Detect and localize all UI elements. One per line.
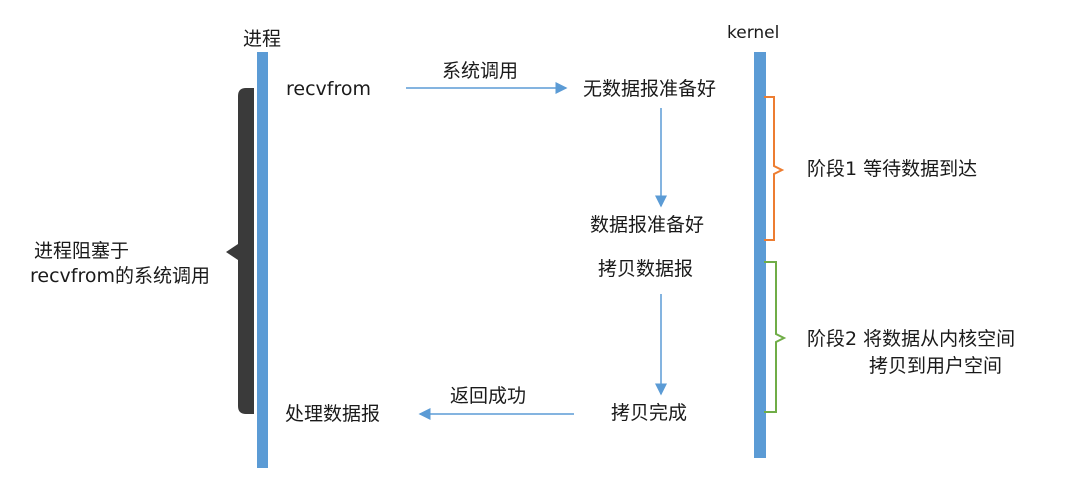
step-recvfrom: recvfrom (286, 78, 371, 100)
step-datagram-ready: 数据报准备好 (590, 214, 705, 236)
phase2-brace (764, 261, 787, 413)
step-process-datagram: 处理数据报 (285, 403, 381, 425)
step-return-ok: 返回成功 (450, 385, 527, 407)
step-no-datagram: 无数据报准备好 (583, 78, 717, 100)
phase1-label: 阶段1 等待数据到达 (807, 158, 978, 180)
step-copy-datagram: 拷贝数据报 (598, 258, 694, 280)
phase2-label-line2: 拷贝到用户空间 (869, 355, 1003, 377)
process-timeline (257, 52, 268, 468)
step-syscall-label: 系统调用 (442, 60, 519, 82)
step-copy-done: 拷贝完成 (611, 402, 688, 424)
phase1-brace (764, 96, 785, 241)
process-label: 进程 (243, 28, 282, 50)
blocked-note-line2: recvfrom的系统调用 (30, 265, 210, 287)
blocked-note-line1: 进程阻塞于 (34, 240, 130, 262)
kernel-timeline (754, 52, 766, 458)
kernel-label: kernel (727, 23, 780, 43)
blocked-bar (226, 88, 254, 414)
phase2-label-line1: 阶段2 将数据从内核空间 (807, 328, 1016, 350)
